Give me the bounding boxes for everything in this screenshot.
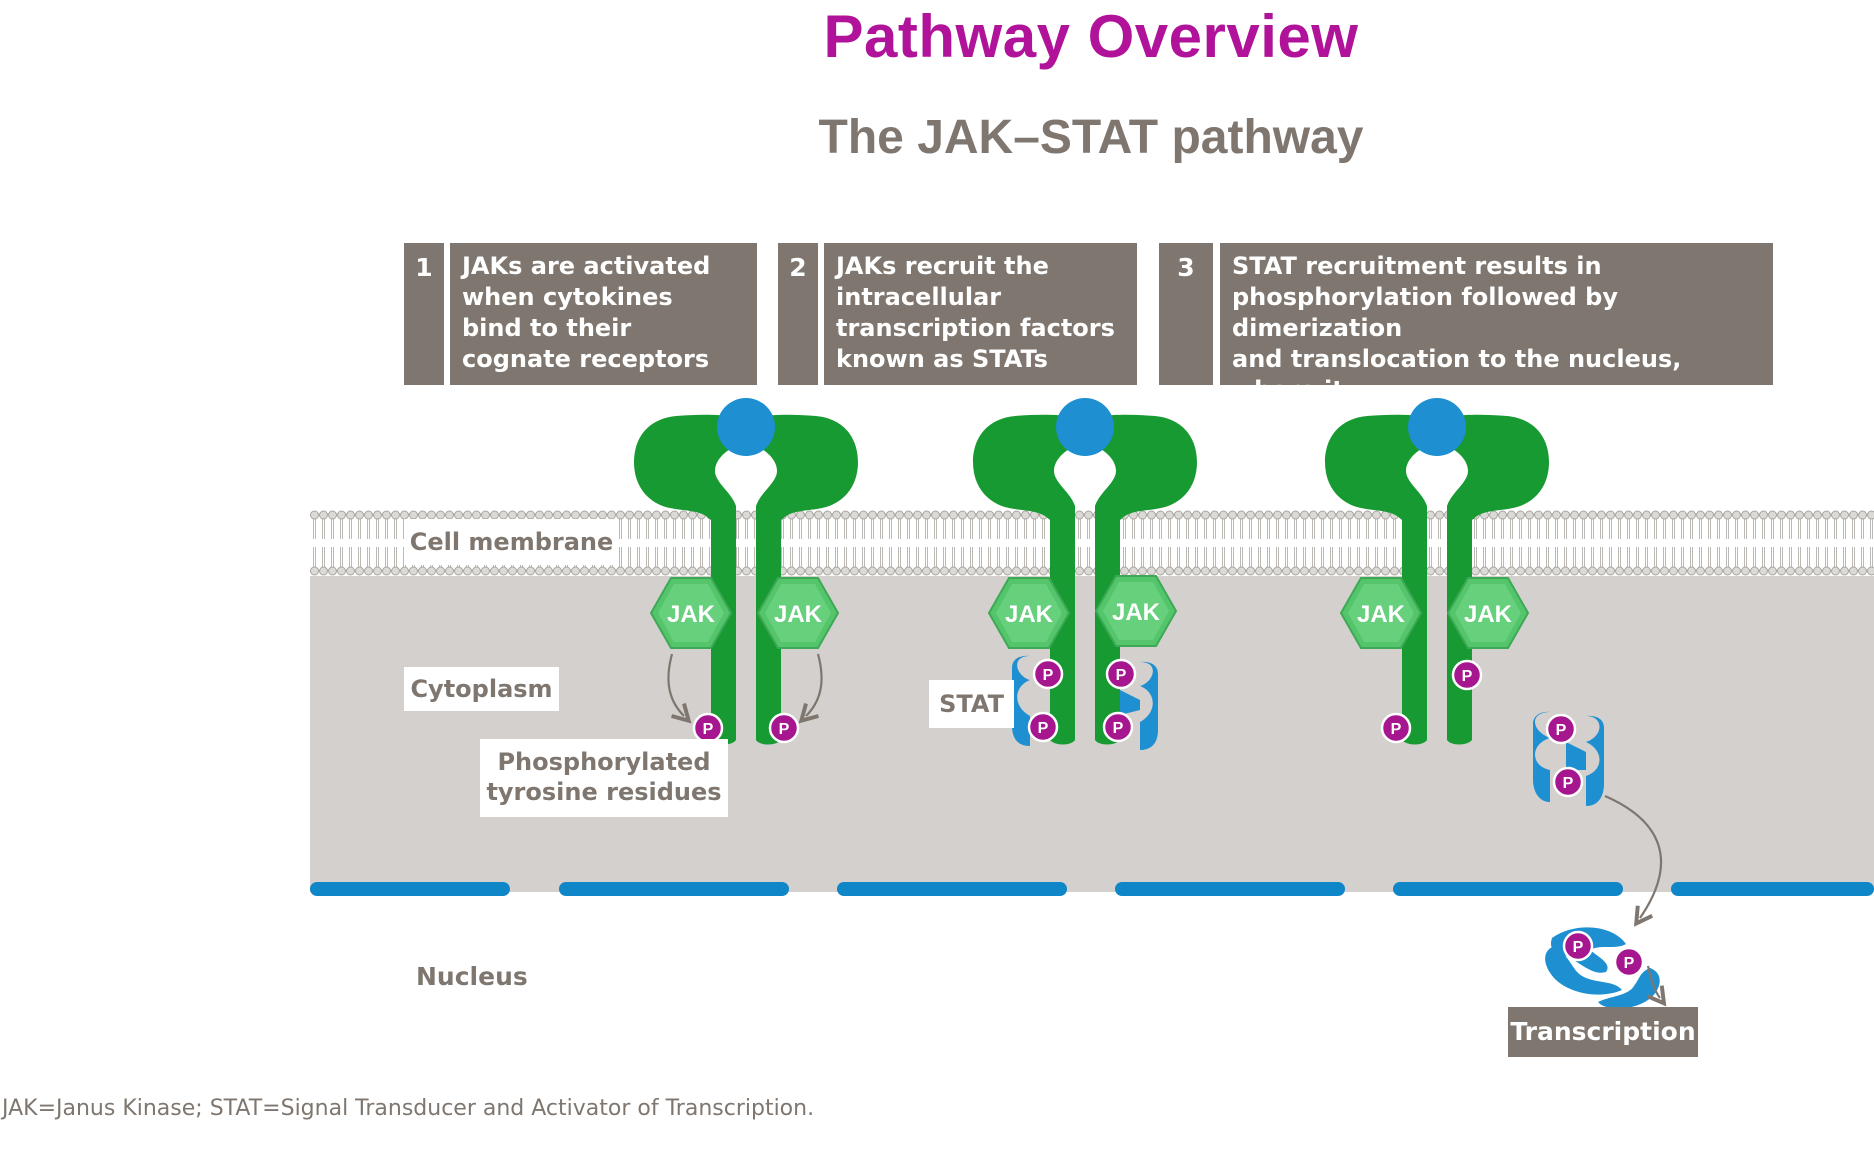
- p-label: P: [779, 721, 790, 738]
- step-1-number: 1: [404, 243, 444, 385]
- step-2-line-2: intracellular: [836, 283, 1002, 311]
- p-label: P: [1624, 955, 1635, 972]
- phospho-residues: P P P P P P P P P P P P: [692, 658, 1645, 978]
- phosphorylated-label: Phosphorylated tyrosine residues: [480, 739, 728, 817]
- activation-arrow-left: [667, 653, 692, 724]
- step-1-text: JAKs are activated when cytokines bind t…: [450, 243, 757, 385]
- p-label: P: [1038, 720, 1049, 737]
- phosphorylated-label-line-1: Phosphorylated: [497, 748, 711, 776]
- stat-right: [1140, 661, 1158, 750]
- step-2-text: JAKs recruit the intracellular transcrip…: [824, 243, 1137, 385]
- p-label: P: [1563, 775, 1574, 792]
- jak-1b: JAK: [757, 577, 839, 649]
- nucleus-label: Nucleus: [416, 962, 528, 991]
- activation-arrow-right: [798, 653, 823, 724]
- step-2-line-1: JAKs recruit the: [836, 252, 1049, 280]
- step-3-line-1: STAT recruitment results in: [1232, 252, 1602, 280]
- p-label: P: [1043, 667, 1054, 684]
- p-label: P: [1113, 720, 1124, 737]
- p-label: P: [703, 721, 714, 738]
- cell-membrane-label: Cell membrane: [404, 519, 619, 565]
- nuclear-membrane: [310, 882, 1874, 896]
- p-label: P: [1573, 939, 1584, 956]
- cytokine-2: [1056, 398, 1114, 456]
- jak-1b-label: JAK: [774, 601, 823, 628]
- p-label: P: [1116, 667, 1127, 684]
- cytokine-1: [717, 398, 775, 456]
- step-1-line-1: JAKs are activated: [462, 252, 711, 280]
- step-3-number: 3: [1159, 243, 1213, 385]
- translocation-arrow: [1604, 794, 1663, 927]
- step-1-line-2: when cytokines: [462, 283, 673, 311]
- stat-dimer-cytoplasm-a: [1533, 711, 1550, 802]
- p-label: P: [1391, 721, 1402, 738]
- jak-2a: JAK: [988, 577, 1070, 649]
- stat-dimer-cytoplasm-b: [1586, 715, 1604, 806]
- cytokine-3: [1408, 398, 1466, 456]
- step-3-text: STAT recruitment results in phosphorylat…: [1220, 243, 1773, 435]
- stat-dimer-nucleus-b: [1545, 946, 1622, 995]
- step-3-line-3: and translocation to the nucleus, where …: [1232, 345, 1682, 404]
- jak-1a-label: JAK: [667, 601, 716, 628]
- p-label: P: [1556, 722, 1567, 739]
- jak-1a: JAK: [650, 577, 732, 649]
- jak-2b-label: JAK: [1112, 599, 1161, 626]
- transcription-label: Transcription: [1508, 1007, 1698, 1057]
- page-subtitle: The JAK–STAT pathway: [818, 111, 1364, 164]
- step-1-line-4: cognate receptors: [462, 345, 710, 373]
- cytoplasm-label: Cytoplasm: [404, 667, 559, 711]
- step-2-number: 2: [778, 243, 818, 385]
- phosphorylated-label-line-2: tyrosine residues: [486, 778, 722, 806]
- jak-2a-label: JAK: [1005, 601, 1054, 628]
- p-label: P: [1462, 668, 1473, 685]
- jak-3b: JAK: [1447, 577, 1529, 649]
- jak-3a: JAK: [1340, 577, 1422, 649]
- step-1-line-3: bind to their: [462, 314, 632, 342]
- step-2-line-4: known as STATs: [836, 345, 1048, 373]
- step-3-line-2: phosphorylation followed by dimerization: [1232, 283, 1619, 342]
- jak-3b-label: JAK: [1464, 601, 1513, 628]
- transcription-arrow: [1646, 965, 1667, 1007]
- page-title: Pathway Overview: [823, 3, 1359, 70]
- step-2-line-3: transcription factors: [836, 314, 1115, 342]
- footnote: JAK=Janus Kinase; STAT=Signal Transducer…: [2, 1096, 815, 1121]
- stat-label: STAT: [929, 680, 1014, 728]
- cytoplasm-region: [310, 540, 1874, 892]
- jak-3a-label: JAK: [1357, 601, 1406, 628]
- jak-2b: JAK: [1095, 575, 1177, 647]
- stat-left: [1012, 655, 1030, 746]
